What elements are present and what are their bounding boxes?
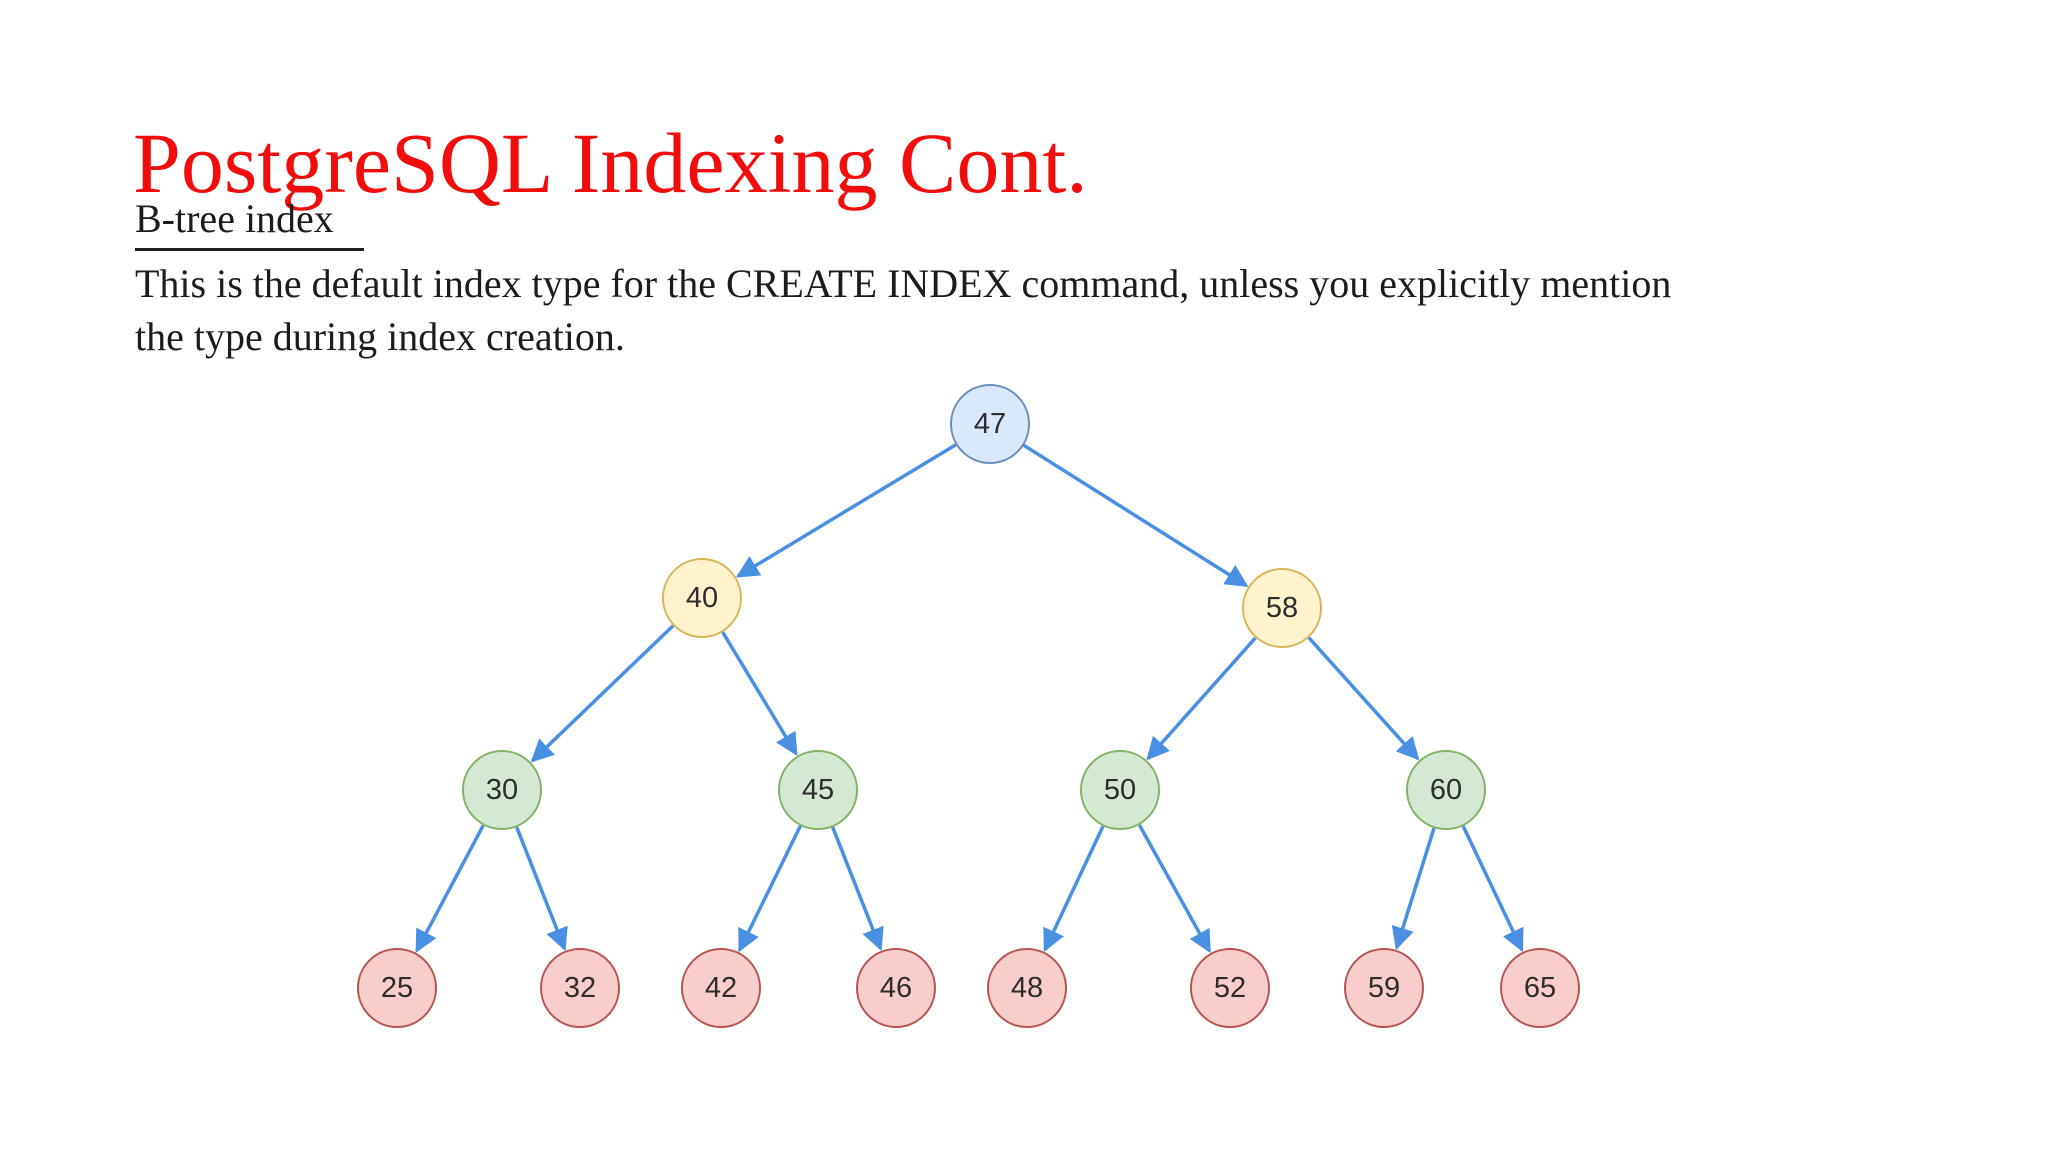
tree-edge-60-65 (1461, 825, 1524, 953)
tree-edge-58-50 (1146, 636, 1257, 761)
tree-node-circle-58 (1242, 568, 1322, 648)
intro-text-block: B-tree index This is the default index t… (135, 192, 1671, 363)
tree-node-45: 45 (778, 750, 858, 830)
tree-node-32: 32 (540, 948, 620, 1028)
tree-node-circle-40 (662, 558, 742, 638)
tree-edge-30-25 (415, 824, 485, 953)
tree-node-42: 42 (681, 948, 761, 1028)
page-title: PostgreSQL Indexing Cont. (133, 114, 1088, 211)
tree-edge-47-58 (1022, 443, 1249, 588)
tree-node-label-65: 65 (1524, 972, 1556, 1004)
tree-node-label-30: 30 (486, 774, 518, 806)
tree-node-label-42: 42 (705, 972, 737, 1004)
tree-node-circle-48 (987, 948, 1067, 1028)
tree-node-25: 25 (357, 948, 437, 1028)
tree-node-circle-65 (1500, 948, 1580, 1028)
tree-node-circle-32 (540, 948, 620, 1028)
tree-node-circle-42 (681, 948, 761, 1028)
body-text-line-1: This is the default index type for the C… (135, 261, 1672, 306)
tree-node-30: 30 (462, 750, 542, 830)
tree-node-58: 58 (1242, 568, 1322, 648)
tree-node-circle-59 (1344, 948, 1424, 1028)
tree-node-circle-52 (1190, 948, 1270, 1028)
tree-node-46: 46 (856, 948, 936, 1028)
tree-node-label-52: 52 (1214, 972, 1246, 1004)
tree-node-label-60: 60 (1430, 774, 1462, 806)
section-heading: B-tree index (135, 192, 364, 251)
tree-edge-50-48 (1043, 825, 1105, 953)
tree-node-52: 52 (1190, 948, 1270, 1028)
tree-edge-60-59 (1391, 827, 1436, 951)
tree-node-label-47: 47 (974, 408, 1006, 440)
tree-node-circle-47 (950, 384, 1030, 464)
tree-edge-45-42 (737, 825, 802, 953)
tree-edge-40-30 (530, 624, 675, 763)
tree-node-label-58: 58 (1266, 592, 1298, 624)
tree-node-65: 65 (1500, 948, 1580, 1028)
tree-edge-40-45 (721, 631, 798, 757)
tree-node-label-46: 46 (880, 972, 912, 1004)
tree-node-48: 48 (987, 948, 1067, 1028)
tree-node-50: 50 (1080, 750, 1160, 830)
tree-node-circle-45 (778, 750, 858, 830)
tree-node-60: 60 (1406, 750, 1486, 830)
tree-node-label-32: 32 (564, 972, 596, 1004)
tree-node-label-50: 50 (1104, 774, 1136, 806)
tree-node-47: 47 (950, 384, 1030, 464)
body-text-line-2: the type during index creation. (135, 314, 625, 359)
tree-node-circle-25 (357, 948, 437, 1028)
tree-node-circle-46 (856, 948, 936, 1028)
tree-node-59: 59 (1344, 948, 1424, 1028)
tree-node-circle-60 (1406, 750, 1486, 830)
tree-node-40: 40 (662, 558, 742, 638)
tree-node-circle-50 (1080, 750, 1160, 830)
tree-node-label-40: 40 (686, 582, 718, 614)
tree-node-label-25: 25 (381, 972, 413, 1004)
tree-edge-45-46 (831, 826, 884, 952)
tree-node-label-45: 45 (802, 774, 834, 806)
tree-node-label-59: 59 (1368, 972, 1400, 1004)
tree-edge-58-60 (1307, 636, 1420, 761)
tree-edge-50-52 (1137, 824, 1212, 954)
tree-node-label-48: 48 (1011, 972, 1043, 1004)
tree-node-circle-30 (462, 750, 542, 830)
tree-edge-47-40 (735, 443, 957, 578)
tree-edge-30-32 (515, 826, 568, 952)
